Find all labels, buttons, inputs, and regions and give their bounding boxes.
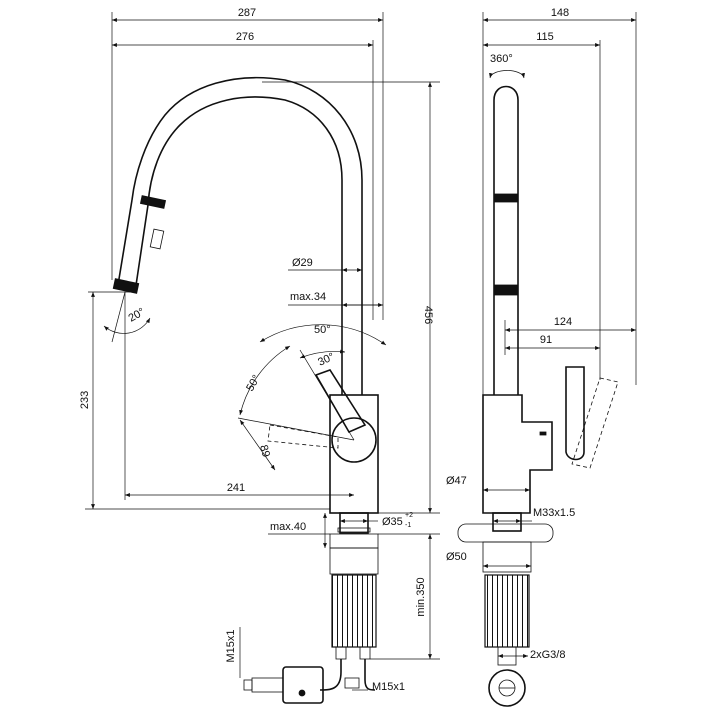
dim-m15-horizontal-label: M15x1 — [372, 681, 405, 693]
angle-20-group: 20° — [88, 291, 151, 343]
dim-35-tol-plus: +2 — [405, 512, 413, 519]
front-mounting-sleeve — [331, 574, 377, 648]
rotation-label: 360° — [490, 53, 513, 65]
front-connector-block — [282, 666, 324, 704]
dim-connection-label: 2xG3/8 — [530, 649, 565, 661]
head-ring — [139, 195, 167, 209]
dim-min350-label: min.350 — [415, 577, 427, 616]
head-button — [149, 228, 165, 250]
front-faucet-body — [112, 76, 379, 704]
dim-50-label: Ø50 — [446, 551, 467, 563]
dim-276-group: 276 — [112, 31, 374, 320]
dim-50-group: Ø50 — [446, 551, 531, 568]
dim-148-label: 148 — [551, 7, 569, 19]
dim-m15-horizontal-group: M15x1 — [352, 681, 405, 693]
dim-m15-vertical-label: M15x1 — [225, 629, 237, 662]
dim-287-label: 287 — [238, 7, 256, 19]
side-body — [482, 394, 553, 514]
side-view: 148 115 360° 124 91 Ø47 — [446, 7, 637, 707]
dim-115-group: 115 — [483, 31, 601, 380]
dim-456-group: 456 — [262, 81, 440, 514]
dim-max34-label: max.34 — [290, 291, 326, 303]
side-head-nozzle — [493, 284, 519, 296]
side-faucet-body — [457, 85, 619, 707]
dim-max40-group: max.40 — [268, 513, 330, 548]
front-view: 287 276 456 Ø29 max.34 — [79, 7, 440, 704]
dim-min350-group: min.350 — [370, 533, 440, 660]
dim-29-label: Ø29 — [292, 257, 313, 269]
head-nozzle — [112, 278, 140, 294]
dim-35-label: Ø35 — [382, 516, 403, 528]
front-cartridge — [331, 417, 377, 463]
dim-91-group: 91 — [504, 320, 600, 355]
angle-20-label: 20° — [127, 306, 147, 325]
dim-124-label: 124 — [554, 316, 572, 328]
dim-thread-label: M33x1.5 — [533, 507, 575, 519]
dim-456-label: 456 — [422, 306, 434, 324]
dim-47-label: Ø47 — [446, 475, 467, 487]
dim-241-label: 241 — [227, 482, 245, 494]
dim-47-group: Ø47 — [446, 475, 530, 492]
angle-50-left-label: 50° — [244, 373, 263, 393]
dim-spout-diameter-group: Ø29 — [288, 257, 362, 272]
side-base-plate — [457, 523, 554, 543]
dim-m15-vertical-group: M15x1 — [225, 627, 241, 678]
side-mounting-sleeve — [484, 574, 530, 648]
dim-connection-group: 2xG3/8 — [498, 649, 565, 661]
dim-233-group: 233 — [79, 292, 330, 510]
dim-thread-group: M33x1.5 — [493, 507, 575, 523]
dim-287-group: 287 — [111, 7, 384, 320]
dim-max34-group: max.34 — [288, 291, 383, 307]
dim-241-group: 241 — [124, 292, 354, 500]
dim-124-group: 124 — [505, 316, 636, 332]
dim-hole-group: Ø35 +2 -1 — [340, 512, 413, 529]
side-head-ring — [493, 193, 519, 203]
rotation-group: 360° — [489, 53, 525, 79]
dim-91-label: 91 — [540, 334, 552, 346]
side-connector — [488, 669, 526, 707]
dim-276-label: 276 — [236, 31, 254, 43]
dim-35-tol-minus: -1 — [405, 522, 411, 529]
angle-50-top-label: 50° — [314, 324, 331, 336]
side-lever — [565, 366, 585, 461]
dim-max40-label: max.40 — [270, 521, 306, 533]
dim-148-group: 148 — [482, 7, 637, 505]
angle-30-label: 30° — [316, 351, 336, 369]
dim-115-label: 115 — [536, 31, 554, 43]
dim-233-label: 233 — [79, 391, 91, 409]
lever-angles-group: 50° 30° 50° 89 — [237, 324, 387, 471]
dim-89-label: 89 — [257, 444, 272, 459]
